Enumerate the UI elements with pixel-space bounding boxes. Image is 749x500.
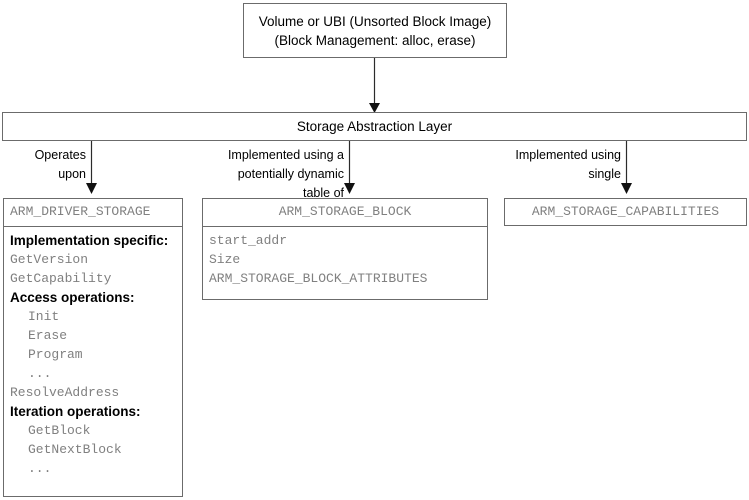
- arm-storage-block-members: start_addr Size ARM_STORAGE_BLOCK_ATTRIB…: [203, 227, 487, 294]
- edge-label-line: table of: [302, 186, 344, 200]
- volume-ubi-line-2: (Block Management: alloc, erase): [274, 32, 476, 48]
- edge-label-line: potentially dynamic: [237, 167, 344, 181]
- connector-layer-to-block: [344, 141, 355, 194]
- connector-layer-to-capabilities: [621, 141, 632, 194]
- storage-abstraction-layer-box: Storage Abstraction Layer: [2, 112, 747, 141]
- arm-driver-storage-members: Implementation specific: GetVersion GetC…: [4, 227, 182, 484]
- arm-storage-capabilities-box: ARM_STORAGE_CAPABILITIES: [504, 198, 747, 226]
- edge-label-implemented-table-of: Implemented using a potentially dynamic …: [144, 146, 344, 203]
- member-row: Init: [28, 309, 60, 324]
- member-row: ResolveAddress: [10, 385, 120, 400]
- edge-label-line: upon: [58, 167, 86, 181]
- member-row: GetCapability: [10, 271, 112, 286]
- edge-label-line: Implemented using: [515, 148, 621, 162]
- arm-storage-block-box: ARM_STORAGE_BLOCK start_addr Size ARM_ST…: [202, 198, 488, 300]
- edge-label-line: single: [588, 167, 621, 181]
- connector-volume-to-layer: [369, 58, 380, 113]
- edge-label-implemented-single: Implemented using single: [421, 146, 621, 184]
- member-row: start_addr: [209, 233, 288, 248]
- member-row: Implementation specific:: [10, 233, 169, 248]
- member-row: GetNextBlock: [28, 442, 122, 457]
- member-row: Access operations:: [10, 290, 135, 305]
- edge-label-operates-upon: Operates upon: [0, 146, 86, 184]
- arm-driver-storage-box: ARM_DRIVER_STORAGE Implementation specif…: [3, 198, 183, 497]
- edge-label-line: Operates: [34, 148, 86, 162]
- volume-ubi-box: Volume or UBI (Unsorted Block Image) (Bl…: [243, 3, 507, 58]
- arm-storage-capabilities-header: ARM_STORAGE_CAPABILITIES: [531, 204, 720, 219]
- member-row: ...: [28, 366, 52, 381]
- member-row: ARM_STORAGE_BLOCK_ATTRIBUTES: [209, 271, 428, 286]
- member-row: ...: [28, 461, 52, 476]
- member-row: GetVersion: [10, 252, 89, 267]
- edge-label-line: Implemented using a: [227, 148, 344, 162]
- arm-driver-storage-header: ARM_DRIVER_STORAGE: [4, 199, 182, 227]
- member-row: Iteration operations:: [10, 404, 141, 419]
- arm-storage-block-header: ARM_STORAGE_BLOCK: [203, 199, 487, 227]
- connector-layer-to-driver: [86, 141, 97, 194]
- member-row: GetBlock: [28, 423, 91, 438]
- member-row: Program: [28, 347, 83, 362]
- storage-abstraction-layer-label: Storage Abstraction Layer: [296, 118, 453, 134]
- volume-ubi-line-1: Volume or UBI (Unsorted Block Image): [258, 13, 492, 29]
- member-row: Erase: [28, 328, 68, 343]
- member-row: Size: [209, 252, 241, 267]
